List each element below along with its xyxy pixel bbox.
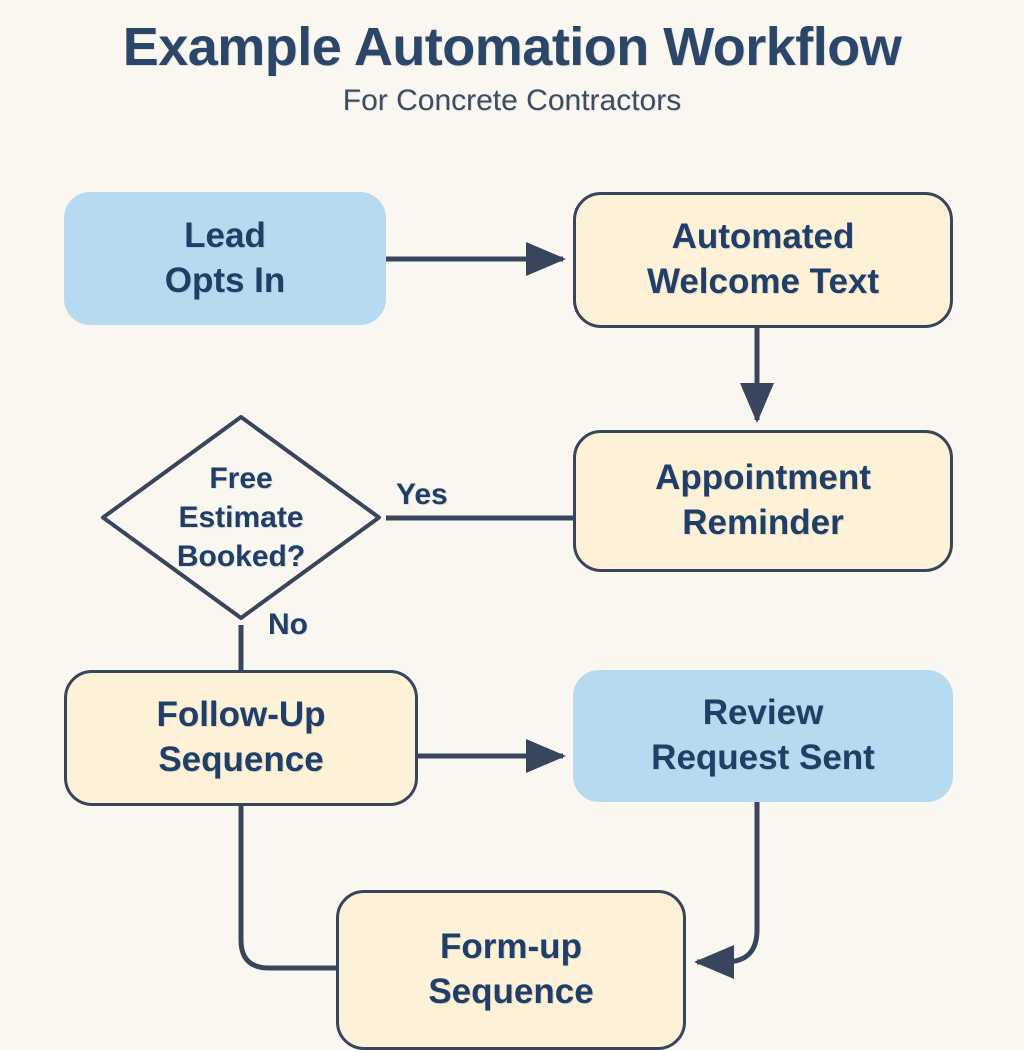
node-label: Form-up Sequence	[428, 927, 594, 1011]
edge-label-yes: Yes	[396, 478, 448, 511]
node-form-up-sequence[interactable]: Form-up Sequence	[336, 890, 686, 1050]
diamond-shape-icon	[101, 415, 381, 620]
edge-review-to-formup	[694, 802, 760, 979]
page-title: Example Automation Workflow	[122, 17, 902, 77]
node-free-estimate-booked-decision[interactable]: Free Estimate Booked?	[96, 410, 386, 625]
node-lead-opts-in[interactable]: Lead Opts In	[64, 192, 386, 325]
diagram-canvas: Example Automation Workflow For Concrete…	[0, 17, 1024, 1050]
edge-label-no: No	[268, 608, 308, 641]
edge-followup-to-formup	[238, 806, 336, 971]
node-label: Free Estimate Booked?	[176, 462, 306, 573]
node-automated-welcome-text[interactable]: Automated Welcome Text	[573, 192, 953, 328]
page-subtitle: For Concrete Contractors	[342, 84, 682, 118]
node-follow-up-sequence[interactable]: Follow-Up Sequence	[64, 670, 418, 806]
node-review-request-sent[interactable]: Review Request Sent	[573, 670, 953, 802]
node-label: Automated Welcome Text	[646, 217, 880, 301]
node-label: Review Request Sent	[651, 693, 875, 777]
node-label: Appointment Reminder	[655, 458, 871, 542]
header: Example Automation Workflow For Concrete…	[0, 17, 1024, 118]
node-label: Follow-Up Sequence	[156, 695, 326, 779]
node-label: Lead Opts In	[164, 215, 286, 300]
node-appointment-reminder[interactable]: Appointment Reminder	[573, 430, 953, 572]
